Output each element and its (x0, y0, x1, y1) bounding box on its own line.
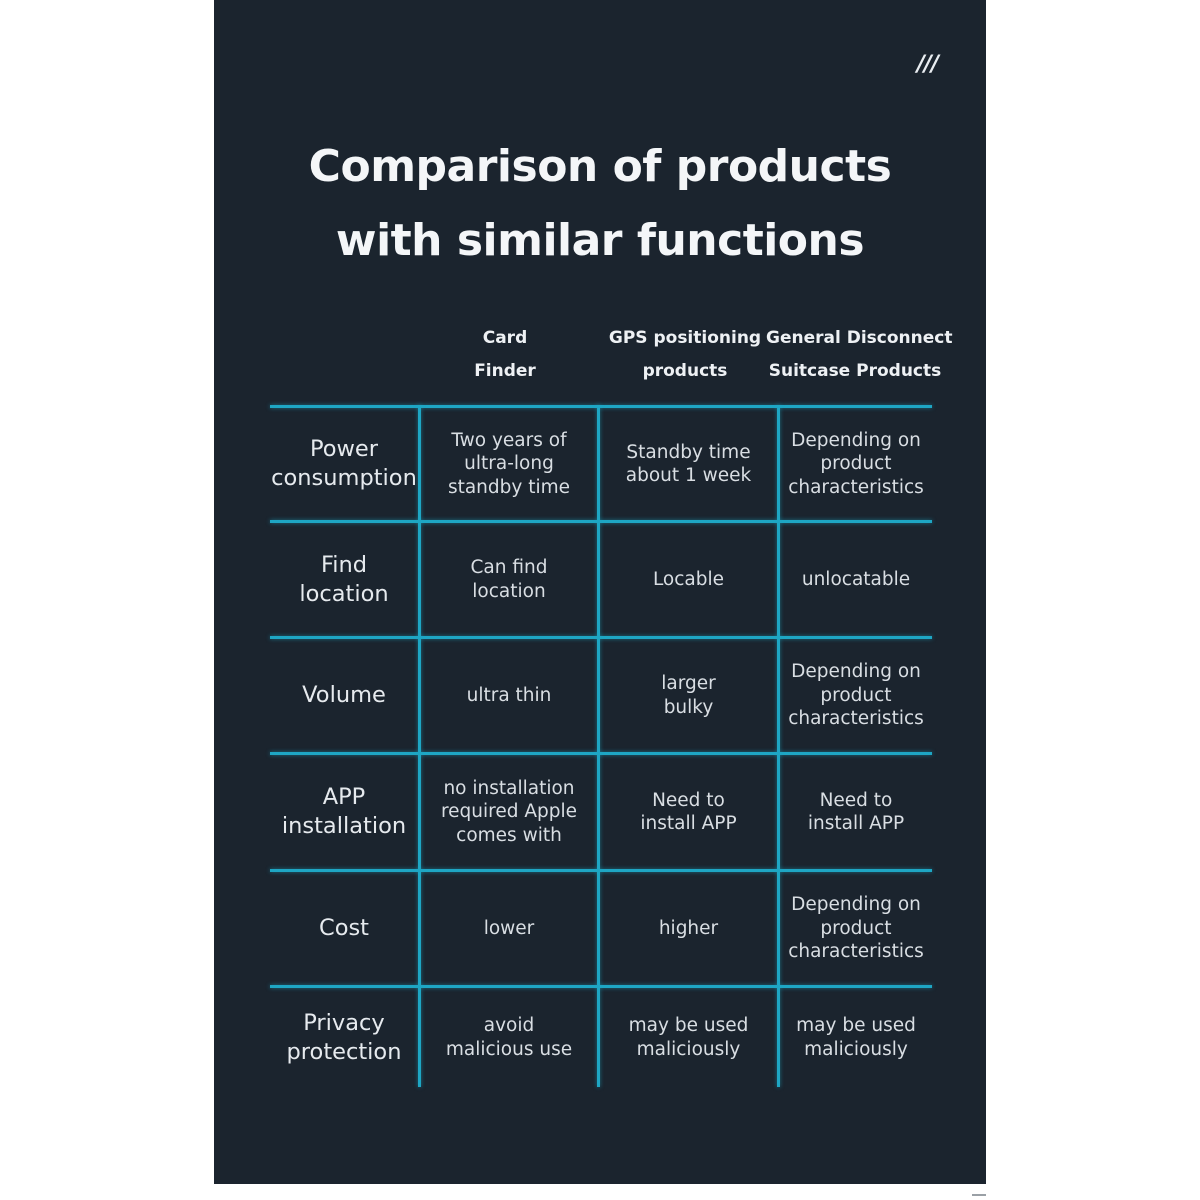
page-title: Comparison of products with similar func… (214, 130, 986, 278)
scroll-indicator (972, 1194, 986, 1196)
table-divider (270, 636, 932, 639)
table-cell: lower (483, 917, 535, 939)
title-line-2: with similar functions (335, 215, 865, 266)
title-line-1: Comparison of products (308, 141, 892, 192)
column-divider (777, 405, 780, 1087)
table-cell: ultra thin (466, 684, 552, 706)
table-divider (270, 405, 932, 408)
table-divider (270, 869, 932, 872)
column-header-suitcase-products: General Disconnect Suitcase Products (766, 328, 953, 381)
column-divider (597, 405, 600, 1087)
column-divider (418, 405, 421, 1087)
column-header-gps-products: GPS positioning products (608, 328, 762, 381)
row-label: Volume (302, 682, 386, 708)
table-cell: higher (658, 917, 719, 939)
table-cell: Locable (652, 568, 725, 590)
table-cell: unlocatable (801, 568, 911, 590)
comparison-panel: /// Comparison of products with similar … (214, 0, 986, 1184)
table-divider (270, 752, 932, 755)
column-header-card-finder: Card Finder (474, 328, 536, 381)
brand-slash-mark: /// (916, 52, 939, 77)
row-label: Cost (318, 915, 370, 941)
table-divider (270, 520, 932, 523)
table-divider (270, 985, 932, 988)
